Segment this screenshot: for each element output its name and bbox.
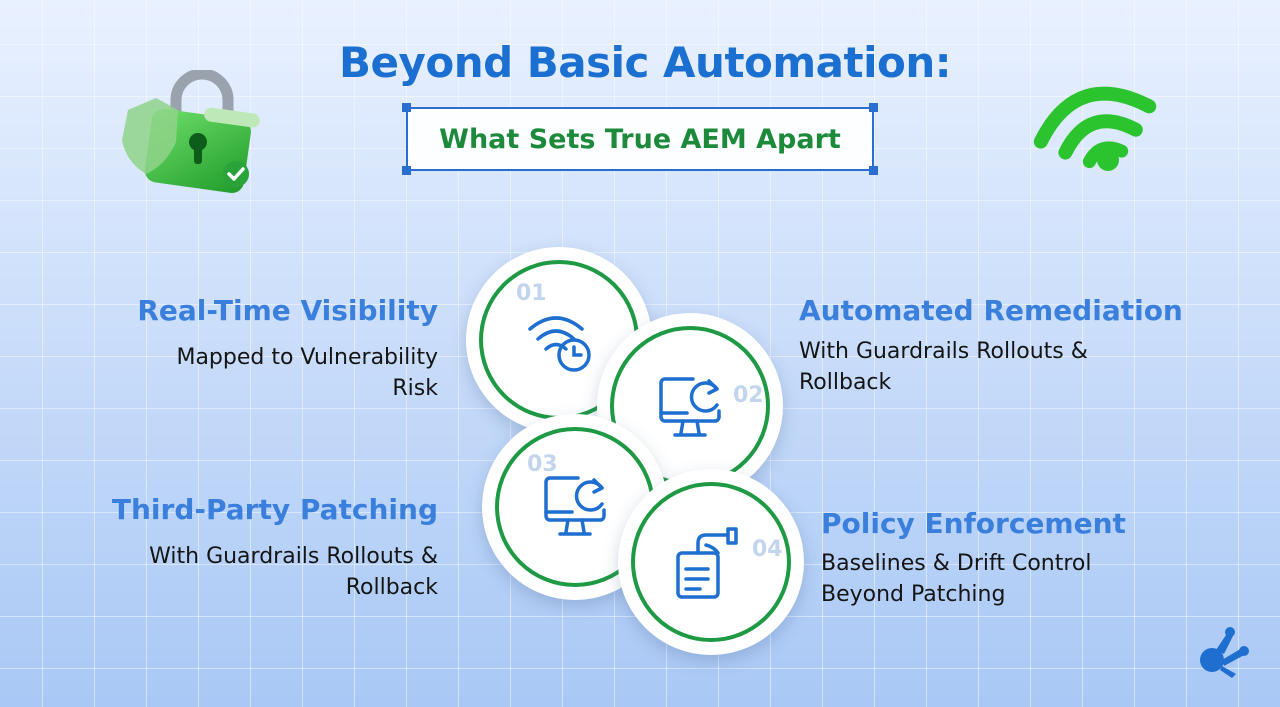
feature-number: 02 — [733, 383, 764, 408]
monitor-refresh-icon — [659, 377, 721, 437]
feature-desc-line: Risk — [392, 376, 438, 401]
selection-handle — [402, 166, 411, 175]
feature-title: Third-Party Patching — [111, 493, 438, 526]
feature-circle-04: 04 — [618, 469, 804, 655]
feature-ring — [631, 482, 791, 642]
feature-number: 03 — [527, 452, 558, 477]
feature-desc-line: With Guardrails Rollouts & — [149, 544, 438, 569]
hand-document-icon — [676, 527, 738, 599]
feature-description: Mapped to Vulnerability Risk — [176, 342, 438, 404]
feature-number: 01 — [516, 281, 547, 306]
feature-title: Automated Remediation — [799, 294, 1183, 327]
feature-desc-line: Rollback — [799, 370, 892, 395]
wifi-clock-icon — [528, 316, 591, 372]
feature-description: Baselines & Drift Control Beyond Patchin… — [821, 548, 1091, 610]
page-subtitle: What Sets True AEM Apart — [439, 123, 841, 155]
feature-title: Real-Time Visibility — [137, 294, 438, 327]
feature-number: 04 — [752, 537, 783, 562]
selection-handle — [869, 103, 878, 112]
brand-logo-icon — [1200, 627, 1249, 678]
padlock-shield-icon — [122, 70, 260, 194]
wifi-signal-icon — [1033, 86, 1157, 171]
feature-desc-line: Mapped to Vulnerability — [176, 345, 438, 370]
selection-handle — [402, 103, 411, 112]
feature-desc-line: Rollback — [345, 575, 438, 600]
feature-description: With Guardrails Rollouts & Rollback — [149, 541, 438, 603]
feature-desc-line: Baselines & Drift Control — [821, 551, 1092, 576]
feature-title: Policy Enforcement — [821, 507, 1126, 540]
monitor-refresh-icon — [544, 476, 606, 536]
feature-desc-line: With Guardrails Rollouts & — [799, 339, 1088, 364]
selection-handle — [869, 166, 878, 175]
subtitle-box: What Sets True AEM Apart — [402, 103, 878, 175]
feature-description: With Guardrails Rollouts & Rollback — [799, 336, 1088, 398]
page-title: Beyond Basic Automation: — [338, 38, 952, 87]
feature-desc-line: Beyond Patching — [821, 582, 1006, 607]
